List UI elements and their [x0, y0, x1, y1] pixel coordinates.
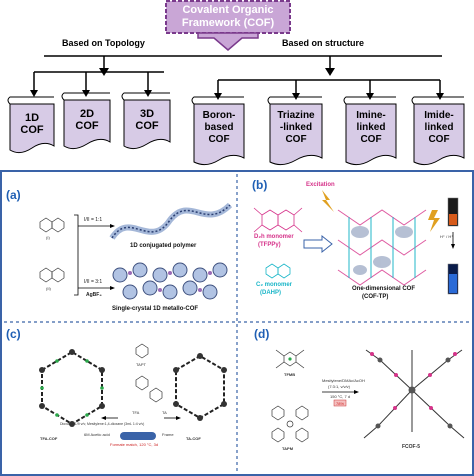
panel-c-graphics	[39, 343, 227, 440]
panel-b-monomer-1-line-2: (TFPPy)	[258, 242, 281, 248]
panel-a-ratio-1: I/II = 1:1	[84, 217, 103, 223]
title-line-1: Covalent Organic	[182, 4, 274, 16]
panel-d-conditions-2: (7:3:1, v/v/v)	[328, 384, 351, 389]
scroll-label-boron: Boron- based COF	[202, 110, 236, 145]
panel-d-label: (d)	[254, 327, 270, 341]
scroll-label-3d: 3D COF	[135, 108, 159, 132]
panel-b-monomer-1-line-1: D₂h monomer	[254, 234, 294, 240]
panel-d-yield: 78%	[336, 401, 345, 406]
scroll-imine	[343, 96, 397, 166]
panel-a-monomer-1: (I)	[46, 235, 50, 240]
panel-d-monomer-2: TAPM	[282, 446, 294, 451]
panel-a-product-1: 1D conjugated polymer	[130, 243, 197, 249]
panels-figure	[0, 170, 474, 476]
panel-c-label: (c)	[6, 327, 21, 341]
branch-structure-label: Based on structure	[282, 38, 365, 48]
scroll-label-1d: 1D COF	[20, 112, 44, 136]
panel-b-product-line-1: One-dimensional COF	[352, 286, 416, 292]
scroll-label-imide: Imide- linked COF	[424, 110, 454, 145]
panel-a-reagent: AgBF₄	[86, 292, 102, 298]
panel-b-ion-label: H⁺ / H⁺	[440, 234, 454, 239]
panel-a-label: (a)	[6, 188, 21, 202]
scroll-2d	[61, 92, 111, 150]
scroll-imide	[411, 96, 465, 166]
panel-a-graphics	[39, 202, 233, 300]
title-line-2: Framework (COF)	[181, 17, 275, 29]
panel-a-ratio-2: I/II = 3:1	[84, 279, 103, 285]
panel-c-reagent: Frame	[162, 432, 174, 437]
panel-b-excitation: Excitation	[306, 182, 335, 188]
panel-c-tapt: TAPT	[136, 362, 146, 367]
panel-d-conditions-3: 150 °C, 7 d	[330, 394, 351, 399]
title-text: Covalent Organic Framework (COF)	[168, 4, 288, 30]
panel-a-product-2: Single-crystal 1D metallo-COF	[112, 306, 199, 312]
panel-b-label: (b)	[252, 178, 268, 192]
scroll-boron	[191, 96, 245, 166]
panel-c-left-product: TFA-COF	[40, 436, 58, 441]
panel-d-product: FCOF-5	[402, 444, 421, 450]
panel-c-tfa: TFA	[132, 410, 140, 415]
panels-frame	[0, 170, 474, 476]
panel-d-graphics	[271, 349, 465, 443]
branch-topology-label: Based on Topology	[62, 38, 145, 48]
panel-b-graphics	[253, 190, 459, 295]
scroll-triazine	[267, 96, 323, 166]
panel-c-formate: Formate match, 120 °C, 3d	[110, 442, 159, 447]
scroll-label-2d: 2D COF	[75, 108, 99, 132]
title-banner	[165, 0, 291, 51]
scroll-1d	[7, 96, 55, 154]
panel-c-acid: 6M Acetic acid	[84, 432, 110, 437]
scroll-label-triazine: Triazine -linked COF	[277, 110, 315, 145]
scroll-3d	[121, 92, 171, 150]
classification-diagram	[7, 0, 465, 166]
panel-c-right-product: TA-COF	[186, 436, 201, 441]
panel-a-monomer-2: (II)	[46, 286, 51, 291]
panel-d-conditions: Mesitylene/DMAc/AcOH	[322, 378, 365, 383]
panel-b-product-line-2: (COF-TP)	[362, 294, 389, 300]
panel-c-conditions: Dioxane: 1/9 v/v; Mesitylene:1,4-dioxane…	[60, 422, 145, 426]
panel-b-monomer-2-line-2: (DAHP)	[260, 290, 281, 296]
panel-c-ta: TA	[162, 410, 167, 415]
panel-d-monomer-1: TFMB	[284, 372, 296, 377]
scroll-label-imine: Imine- linked COF	[356, 110, 386, 145]
panel-b-monomer-2-line-1: C₂ monomer	[256, 282, 293, 288]
